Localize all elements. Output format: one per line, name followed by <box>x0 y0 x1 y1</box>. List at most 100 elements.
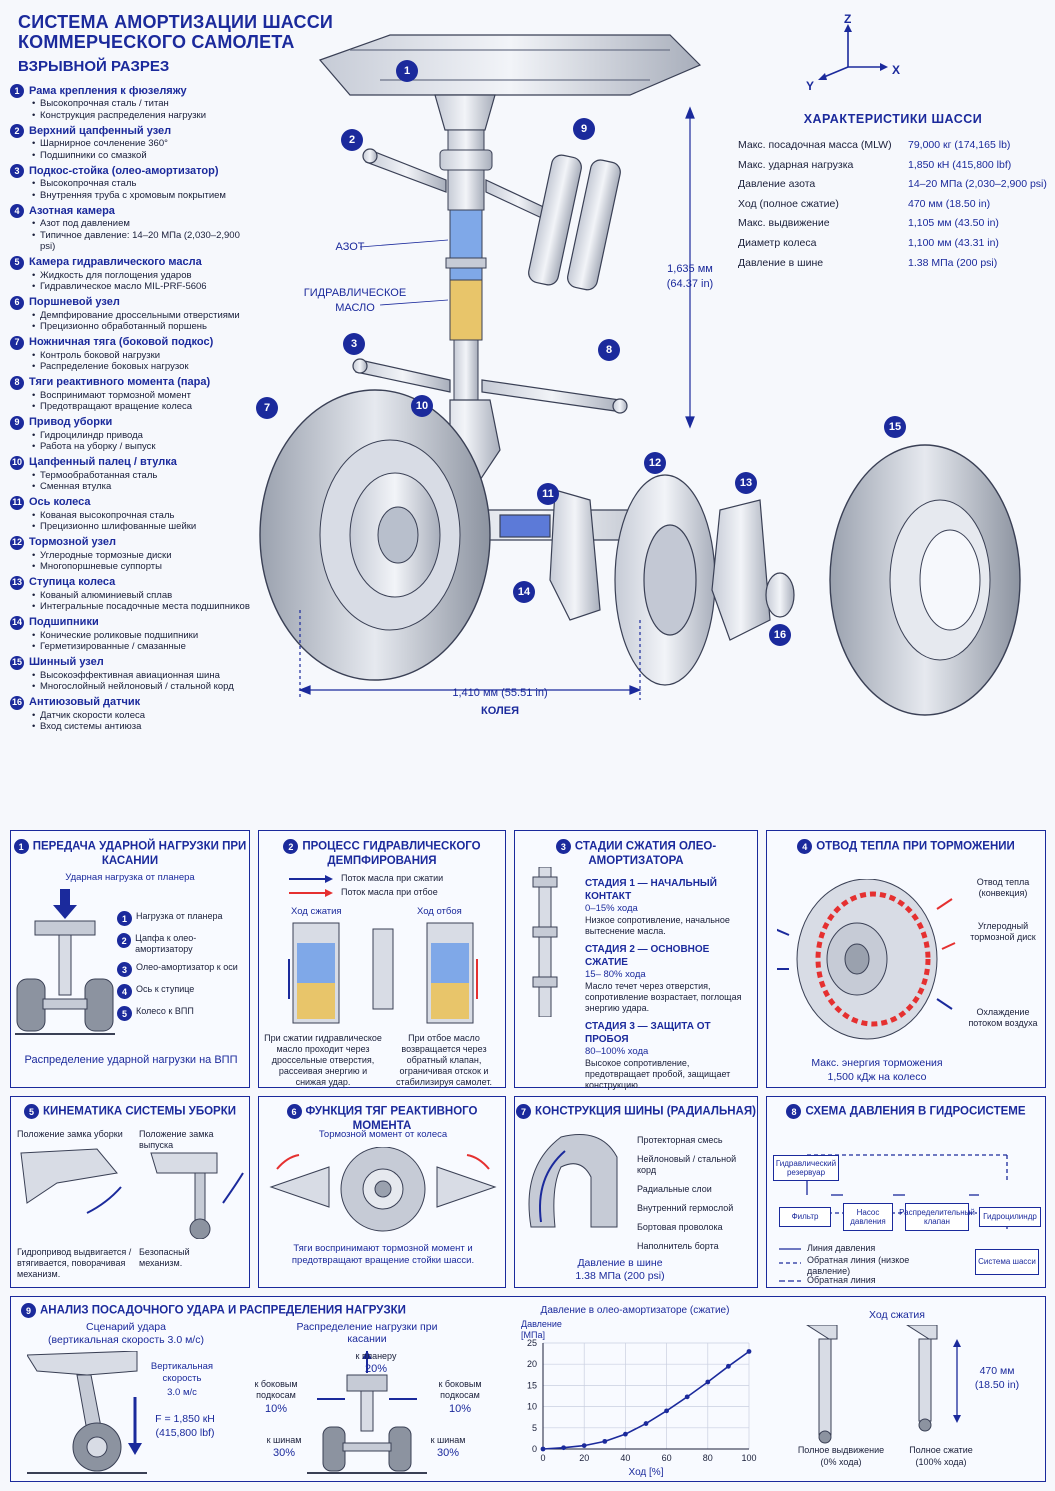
legend-item-title: Рама крепления к фюзеляжу <box>29 84 187 97</box>
stage-desc: Низкое сопротивление, начальное вытеснен… <box>585 915 730 936</box>
panel-9-vs-label: Вертикальная скорость <box>150 1361 214 1384</box>
page-title: СИСТЕМА АМОРТИЗАЦИИ ШАССИ КОММЕРЧЕСКОГО … <box>18 12 334 52</box>
legend-bullet: Прецизионно шлифованные шейки <box>10 521 250 533</box>
legend-bullet: Воспринимают тормозной момент <box>10 390 250 402</box>
panel-1-step-text: Нагрузка от планера <box>136 911 223 921</box>
chart-xtick: 80 <box>703 1453 713 1463</box>
chart-point <box>602 1438 608 1444</box>
right-tire <box>829 444 1021 716</box>
legend-number: 16 <box>10 695 24 710</box>
legend-number: 11 <box>10 495 24 510</box>
panel-1-step-number: 1 <box>117 911 132 926</box>
panel-2-comp-label: Ход сжатия <box>291 906 342 917</box>
tire-layer-label: Радиальные слои <box>637 1184 712 1194</box>
panel-8-leg-return2: Обратная линия <box>807 1275 876 1285</box>
spec-row: Давление в шине 1.38 МПа (200 psi) <box>738 254 1048 274</box>
panel-9-scenario-sub: (вертикальная скорость 3.0 м/с) <box>48 1334 204 1346</box>
callout-12: 12 <box>644 452 666 474</box>
legend-bullet: Подшипники со смазкой <box>10 150 250 162</box>
spec-value: 1,100 мм (43.31 in) <box>908 236 999 249</box>
spec-value: 1.38 МПа (200 psi) <box>908 256 998 269</box>
legend-bullet: Сменная втулка <box>10 481 250 493</box>
panel-9-stroke-title: Ход сжатия <box>869 1309 925 1321</box>
legend-item-title: Подшипники <box>29 616 99 628</box>
panel-9-stroke-in: (18.50 in) <box>974 1379 1020 1391</box>
oil-label: ГИДРАВЛИЧЕСКОЕ МАСЛО <box>303 287 407 314</box>
panel-9-force: F = 1,850 кН <box>155 1413 215 1425</box>
legend-number: 3 <box>10 164 24 178</box>
panel-9-force-arrow <box>128 1397 142 1455</box>
legend-bullet: Шарнирное сочленение 360° <box>10 138 250 150</box>
spec-value: 1,850 кН (415,800 lbf) <box>908 158 1012 171</box>
chart-point <box>561 1445 566 1451</box>
tire-layer-label: Нейлоновый / стальной корд <box>637 1154 737 1175</box>
height-dimension: 1,635 мм (64.37 in) <box>650 262 730 292</box>
panel-9-comp-pct: (100% хода) <box>915 1457 967 1467</box>
track-label: КОЛЕЯ <box>481 705 519 717</box>
hydraulic-box: Гидравлический резервуар <box>773 1155 839 1181</box>
legend-item: 14ПодшипникиКонические роликовые подшипн… <box>10 615 250 653</box>
chart-xtick: 100 <box>741 1453 756 1463</box>
panel-4-energy-val: 1,500 кДж на колесо <box>827 1071 927 1083</box>
panel-8-leg-return: Обратная линия (низкое давление) <box>807 1255 910 1276</box>
panel-4-heat-out: Отвод тепла (конвекция) <box>976 877 1030 898</box>
panel-9-gear-sketch <box>27 1351 147 1474</box>
panel-2-legend <box>289 875 333 897</box>
legend-bullet: Углеродные тормозные диски <box>10 550 250 562</box>
height-dim-mm: 1,635 мм <box>667 263 713 275</box>
nitrogen-chamber <box>449 209 483 281</box>
panel-1-step-number: 2 <box>117 933 132 948</box>
legend-item-title: Поршневой узел <box>29 296 120 308</box>
panel-3-strut-sketch <box>532 867 558 1017</box>
spec-value: 1,105 мм (43.50 in) <box>908 217 999 230</box>
chart-xtick: 20 <box>579 1453 589 1463</box>
legend-bullet: Высокопрочная сталь <box>10 178 250 190</box>
legend-item-head: 14 Подшипники <box>10 615 250 630</box>
axis-z-label: Z <box>844 12 851 26</box>
tire-layer-label: Бортовая проволока <box>637 1222 723 1232</box>
legend-bullet: Кованый алюминиевый сплав <box>10 590 250 602</box>
stage-heading: СТАДИЯ 3 — ЗАЩИТА ОТ ПРОБОЯ <box>585 1021 711 1045</box>
panel-4-brake-sketch <box>777 879 956 1040</box>
legend-bullet: Интегральные посадочные места подшипнико… <box>10 601 250 613</box>
panel-8-leg-pressure: Линия давления <box>807 1243 876 1253</box>
stage-percent: 15– 80% хода <box>585 969 646 980</box>
legend-number: 14 <box>10 615 24 630</box>
tire-layer-label: Наполнитель борта <box>637 1241 719 1251</box>
fuselage-frame <box>318 34 702 131</box>
legend-number: 7 <box>10 335 24 350</box>
panel-5-actuator: Гидропривод выдвигается / втягивается, п… <box>17 1247 132 1279</box>
panel-9-to-airframe-pct: 20% <box>364 1363 388 1375</box>
callout-15: 15 <box>884 416 906 438</box>
callout-13: 13 <box>735 472 757 494</box>
stage-percent: 80–100% хода <box>585 1046 649 1057</box>
callout-16: 16 <box>769 624 791 646</box>
panel-9-dist-sketch <box>307 1351 427 1474</box>
legend-item-title: Антиюзовый датчик <box>29 696 141 708</box>
legend-number: 8 <box>10 375 24 390</box>
spec-key: Давление в шине <box>738 256 824 269</box>
pressure-chart: Давление в олео-амортизаторе (сжатие)Дав… <box>521 1305 757 1478</box>
legend-item-title: Тормозной узел <box>29 536 116 548</box>
panel-5-lock-up: Положение замка уборки <box>17 1129 123 1139</box>
